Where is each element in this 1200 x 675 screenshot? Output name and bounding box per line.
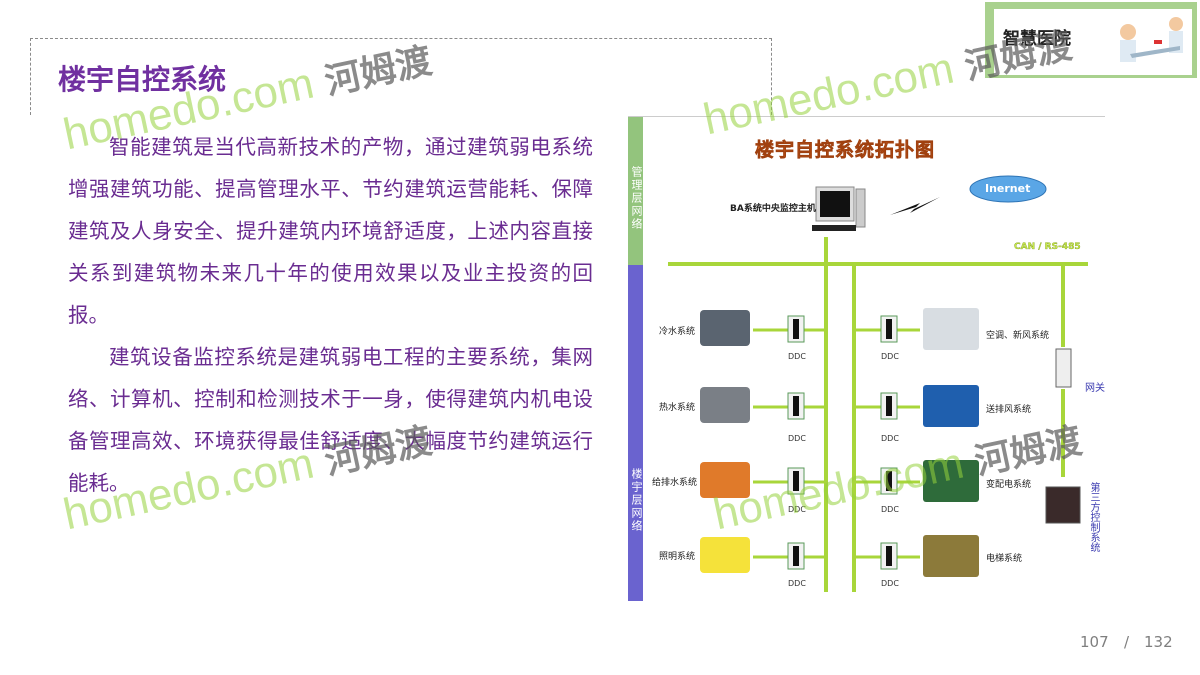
gateway-label: 网关 [1085,383,1105,394]
paragraph-1: 智能建筑是当代高新技术的产物，通过建筑弱电系统增强建筑功能、提高管理水平、节约建… [68,135,593,327]
title-frame [30,38,772,115]
left-system-label: 热水系统 [659,403,696,413]
left-system-label: 给排水系统 [652,478,698,488]
internet-label: Inernet [985,182,1031,195]
gateway-icon [1055,348,1072,388]
left-system-label: 冷水系统 [659,327,696,337]
right-device-icon [923,460,979,502]
internet-cloud-icon [969,175,1047,203]
ddc-label: DDC [788,352,806,361]
left-device-icon [700,387,750,423]
left-device-icon [700,537,750,573]
doctors-illustration-icon [1120,17,1183,62]
hospital-badge: 智慧医院 [985,2,1197,78]
bus-label: CAN / RS-485 [1014,242,1081,252]
computer-icon [812,186,866,231]
right-device-icon [923,535,979,577]
paragraph-2: 建筑设备监控系统是建筑弱电工程的主要系统，集网络、计算机、控制和检测技术于一身，… [68,345,593,495]
diagram-title: 楼宇自控系统拓扑图 [755,139,936,162]
right-system-label: 送排风系统 [986,405,1032,415]
right-system-label: 变配电系统 [986,480,1032,490]
ddc-label: DDC [881,434,899,443]
right-system-label: 空调、新风系统 [986,331,1050,341]
left-device-icon [700,462,750,498]
third-party-controller-icon [1045,486,1081,524]
building-network-bar: 楼宇层网络 [628,265,643,601]
page-separator: / [1124,633,1130,651]
left-system-label: 照明系统 [659,552,696,562]
page-current: 107 [1080,633,1109,651]
ddc-label: DDC [788,579,806,588]
slide-title: 楼宇自控系统 [58,63,227,96]
host-label: BA系统中央监控主机 [730,204,816,214]
topology-diagram: 管理层网络 楼宇层网络 楼宇自控系统拓扑图 [628,117,1106,601]
wireless-link-icon [890,197,940,215]
management-network-bar: 管理层网络 [628,117,643,265]
right-device-icon [923,308,979,350]
diagram-lines [668,175,1088,592]
badge-text: 智慧医院 [1003,29,1071,49]
ddc-label: DDC [788,505,806,514]
left-device-icon [700,310,750,346]
ddc-label: DDC [881,579,899,588]
right-system-label: 电梯系统 [986,554,1023,564]
divider [628,116,1105,117]
ddc-label: DDC [881,352,899,361]
page-total: 132 [1144,633,1173,651]
ddc-label: DDC [788,434,806,443]
ddc-label: DDC [881,505,899,514]
right-device-icon [923,385,979,427]
third-party-label: 第三方控制系统 [1088,482,1099,552]
